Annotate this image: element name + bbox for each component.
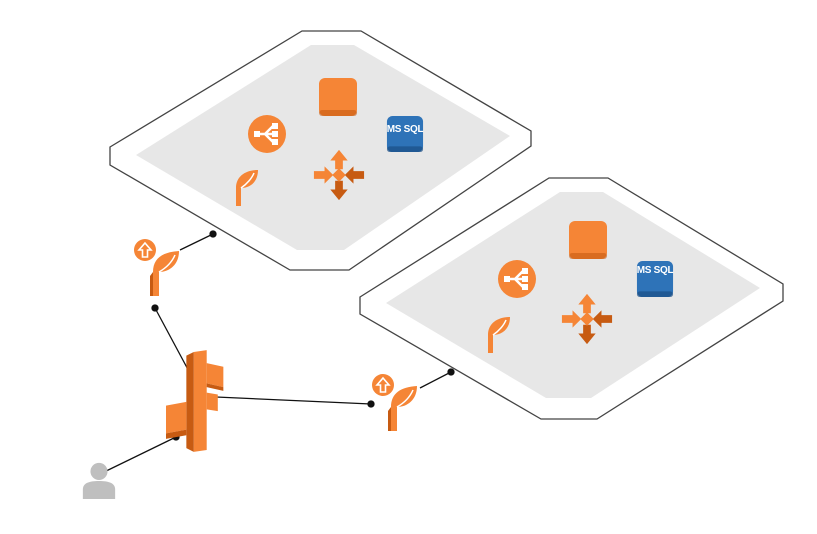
- elastic-load-balancer-icon[interactable]: [247, 114, 287, 154]
- environment-zone-1: MS SQL: [109, 30, 532, 271]
- elastic-beanstalk-icon[interactable]: [133, 238, 180, 297]
- database-label: MS SQL: [637, 265, 674, 276]
- zone-area: [386, 192, 760, 398]
- connector-router-beanstalk-2: [215, 396, 372, 405]
- environment-zone-2: MS SQL: [359, 177, 784, 420]
- connector-user-router: [99, 436, 177, 475]
- connector-router-beanstalk-1: [154, 307, 193, 378]
- connector-endpoint: [151, 304, 159, 312]
- ec2-instance-icon[interactable]: [319, 78, 357, 116]
- connector-beanstalk-env-2: [419, 371, 452, 389]
- connector-endpoint: [447, 368, 455, 376]
- ec2-instance-icon[interactable]: [569, 221, 607, 259]
- connector-endpoint: [367, 400, 375, 408]
- route53-icon[interactable]: [166, 350, 224, 452]
- database-label: MS SQL: [387, 124, 424, 135]
- elastic-load-balancer-icon[interactable]: [497, 259, 537, 299]
- connector-beanstalk-env-1: [179, 233, 214, 251]
- zone-area: [136, 45, 510, 250]
- connector-endpoint: [209, 230, 217, 238]
- elastic-beanstalk-icon[interactable]: [371, 373, 418, 432]
- connectors: [99, 230, 455, 475]
